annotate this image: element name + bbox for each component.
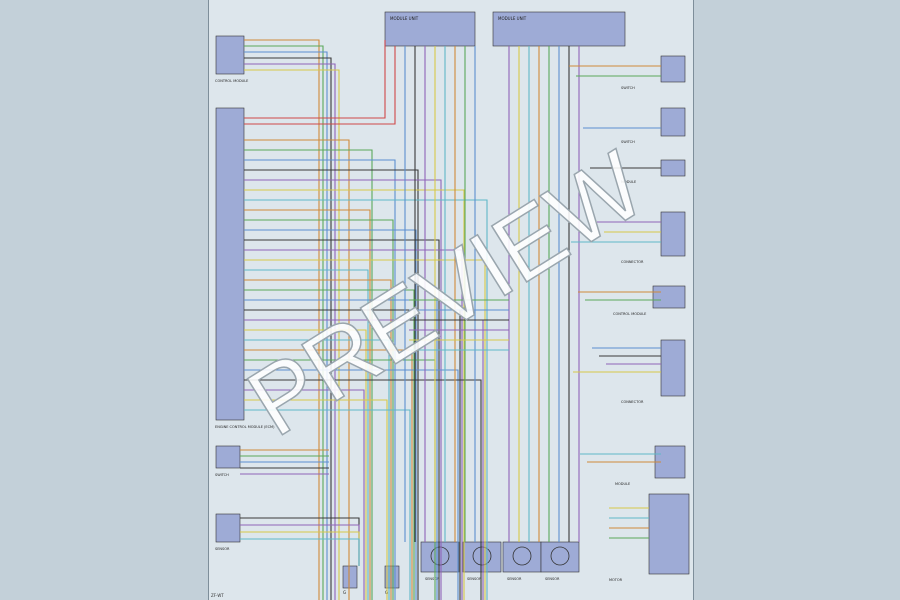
ecm-wire-26	[244, 389, 365, 600]
ecm-wire-15	[244, 279, 392, 600]
ground-block-1	[342, 565, 358, 589]
right-component-8-label: MOTOR	[609, 578, 623, 582]
harness-wire-top-3	[244, 51, 328, 600]
ground-block-1-label: G	[343, 590, 346, 595]
harness-wire-top-4	[244, 57, 332, 600]
harness-wire-top-5	[244, 63, 336, 600]
ecm-wire-3	[244, 159, 396, 600]
wiring-diagram-sheet: MODULE UNIT MODULE UNIT CONTROL MODULE ENGI…	[208, 0, 694, 600]
right-component-5	[652, 285, 686, 309]
wheel-sensor-4	[540, 541, 580, 573]
sensor-wire-4	[240, 538, 360, 566]
right-component-1-label: SWITCH	[621, 86, 635, 90]
right-component-6-label: CONNECTOR	[621, 400, 644, 404]
ecm-wire-25	[244, 379, 482, 600]
ecm-wire-7	[244, 199, 488, 600]
ecm-wire-8	[244, 209, 371, 600]
top-module-1-label: MODULE UNIT	[390, 16, 419, 21]
left-switch-label: SWITCH	[215, 473, 229, 477]
left-module-1	[215, 35, 245, 75]
right-component-7-label: MODULE	[615, 482, 630, 486]
power-wire-2	[244, 46, 396, 125]
top-module-2-label: MODULE UNIT	[498, 16, 527, 21]
top-module-2	[492, 11, 626, 47]
wheel-sensor-3-label: SENSOR	[507, 577, 522, 581]
ecm-wire-9	[244, 219, 394, 600]
ecm-wire-24	[244, 369, 459, 600]
wheel-sensor-3	[502, 541, 542, 573]
ecm-module	[215, 107, 245, 421]
right-component-4	[660, 211, 686, 257]
harness-wire-top-1	[244, 39, 320, 600]
ecm-wire-5	[244, 179, 442, 600]
wheel-sensor-4-label: SENSOR	[545, 577, 560, 581]
wheel-sensor-1	[420, 541, 460, 573]
ecm-module-label: ENGINE CONTROL MODULE (ECM)	[215, 425, 275, 429]
ecm-wire-27	[244, 399, 388, 600]
sensor-wire-2	[240, 524, 360, 566]
harness-wire-top-2	[244, 45, 324, 600]
sensor-wire-3	[240, 531, 360, 566]
right-component-2-label: SWITCH	[621, 140, 635, 144]
ecm-wire-21	[244, 339, 390, 600]
left-sensor	[215, 513, 241, 543]
figure-id: ZF-WT	[211, 593, 224, 598]
wheel-sensor-1-label: SENSOR	[425, 577, 440, 581]
ecm-wire-1	[244, 139, 350, 600]
ecm-wire-2	[244, 149, 373, 600]
ecm-wire-12	[244, 249, 463, 600]
ecm-wire-11	[244, 239, 440, 600]
ecm-wire-4	[244, 169, 419, 600]
left-sensor-label: SENSOR	[215, 547, 230, 551]
right-component-3-label: MODULE	[621, 180, 636, 184]
right-component-8	[648, 493, 690, 575]
harness-wire-top-6	[244, 69, 340, 600]
ecm-wire-13	[244, 259, 486, 600]
left-module-1-label: CONTROL MODULE	[215, 79, 248, 83]
wheel-sensor-2	[462, 541, 502, 573]
wiring-diagram: MODULE UNIT MODULE UNIT CONTROL MODULE ENGI…	[215, 11, 690, 600]
power-wire-1	[244, 40, 386, 119]
right-component-4-label: CONNECTOR	[621, 260, 644, 264]
ecm-wire-10	[244, 229, 417, 600]
left-switch	[215, 445, 241, 469]
wheel-sensor-4-symbol	[550, 546, 570, 566]
wheel-sensor-1-symbol	[430, 546, 450, 566]
right-component-5-label: CONTROL MODULE	[613, 312, 646, 316]
ecm-wire-16	[244, 289, 415, 600]
ecm-wire-28	[244, 409, 411, 600]
wheel-sensor-3-symbol	[512, 546, 532, 566]
ecm-wire-14	[244, 269, 369, 600]
right-component-6	[660, 339, 686, 397]
ecm-wire-6	[244, 189, 465, 600]
ecm-wire-20	[244, 329, 367, 600]
wheel-sensor-2-label: SENSOR	[467, 577, 482, 581]
wheel-sensor-2-symbol	[472, 546, 492, 566]
right-component-1	[660, 55, 686, 83]
top-module-1	[384, 11, 476, 47]
right-component-3	[660, 159, 686, 177]
right-component-2	[660, 107, 686, 137]
